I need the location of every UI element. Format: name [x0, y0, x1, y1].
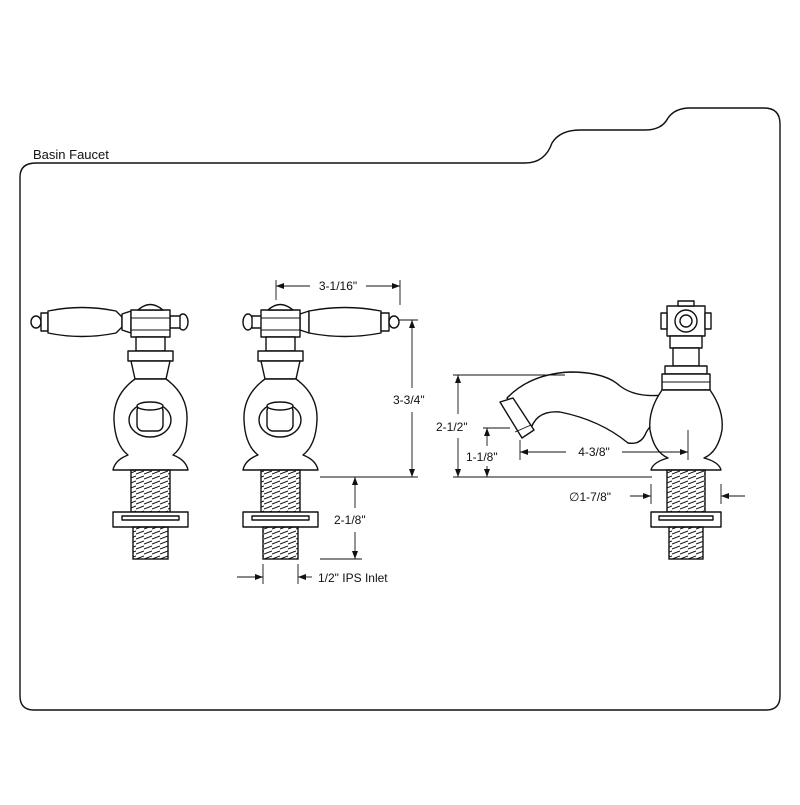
handle-width-label: 3-1/16" [319, 279, 357, 293]
dimension-handle-width: 3-1/16" [275, 279, 401, 305]
dimension-overall-height: 3-3/4" [320, 319, 425, 478]
faucet-left-view [30, 303, 189, 560]
spout-clearance-label: 1-1/8" [466, 450, 498, 464]
valve-bonnet [257, 303, 304, 380]
base-diameter-label: ∅1-7/8" [569, 490, 611, 504]
spout-body [649, 389, 723, 471]
panel-title: Basin Faucet [33, 147, 109, 162]
threaded-shank [242, 469, 319, 560]
threaded-shank [650, 469, 722, 560]
inlet-label: 1/2" IPS Inlet [318, 571, 388, 585]
dimension-base-diameter: ∅1-7/8" [569, 484, 745, 504]
dimension-inlet: 1/2" IPS Inlet [237, 564, 388, 585]
lever-handle [30, 306, 189, 338]
dimension-spout-reach: 4-3/8" [519, 430, 689, 460]
faucet-right-view [242, 303, 400, 560]
dimension-spout-clearance: 1-1/8" [466, 427, 510, 477]
overall-height-label: 3-3/4" [393, 393, 425, 407]
shank-length-label: 2-1/8" [334, 513, 366, 527]
spout-reach-label: 4-3/8" [578, 445, 610, 459]
lever-handle [242, 306, 400, 338]
spout-top-fitting [660, 300, 712, 391]
spout-side-view [499, 300, 723, 560]
dimension-shank-length: 2-1/8" [320, 477, 366, 560]
valve-body [242, 378, 319, 471]
valve-body [112, 378, 189, 471]
dimension-spout-height: 2-1/2" [436, 374, 652, 478]
valve-bonnet [127, 303, 174, 380]
folder-frame [19, 107, 781, 711]
threaded-shank [112, 469, 189, 560]
spout-height-label: 2-1/2" [436, 420, 468, 434]
